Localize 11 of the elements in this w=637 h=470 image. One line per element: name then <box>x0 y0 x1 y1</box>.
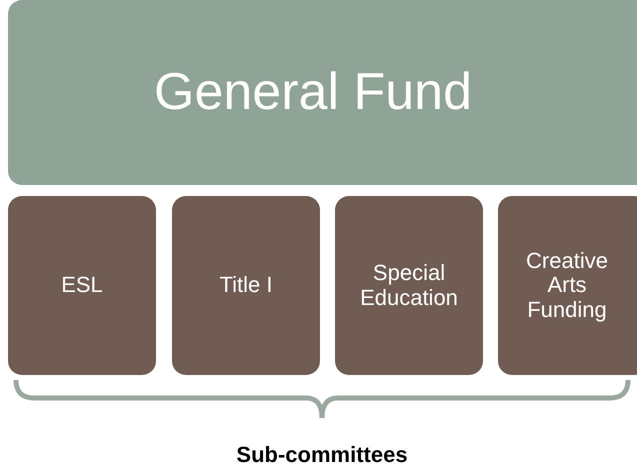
committee-name: Creative Arts Funding <box>525 249 609 322</box>
committee-box <box>498 196 637 375</box>
committee-box <box>8 196 156 375</box>
committee-name: ESL <box>61 273 103 298</box>
fund-box <box>8 0 637 185</box>
committee-name: Special Education <box>359 261 459 310</box>
fund-title: General Fund <box>154 64 472 122</box>
committee-box <box>172 196 320 375</box>
committee-box <box>335 196 483 375</box>
committee-name: Title I <box>220 273 272 298</box>
group-caption: Sub-committees <box>235 442 409 468</box>
